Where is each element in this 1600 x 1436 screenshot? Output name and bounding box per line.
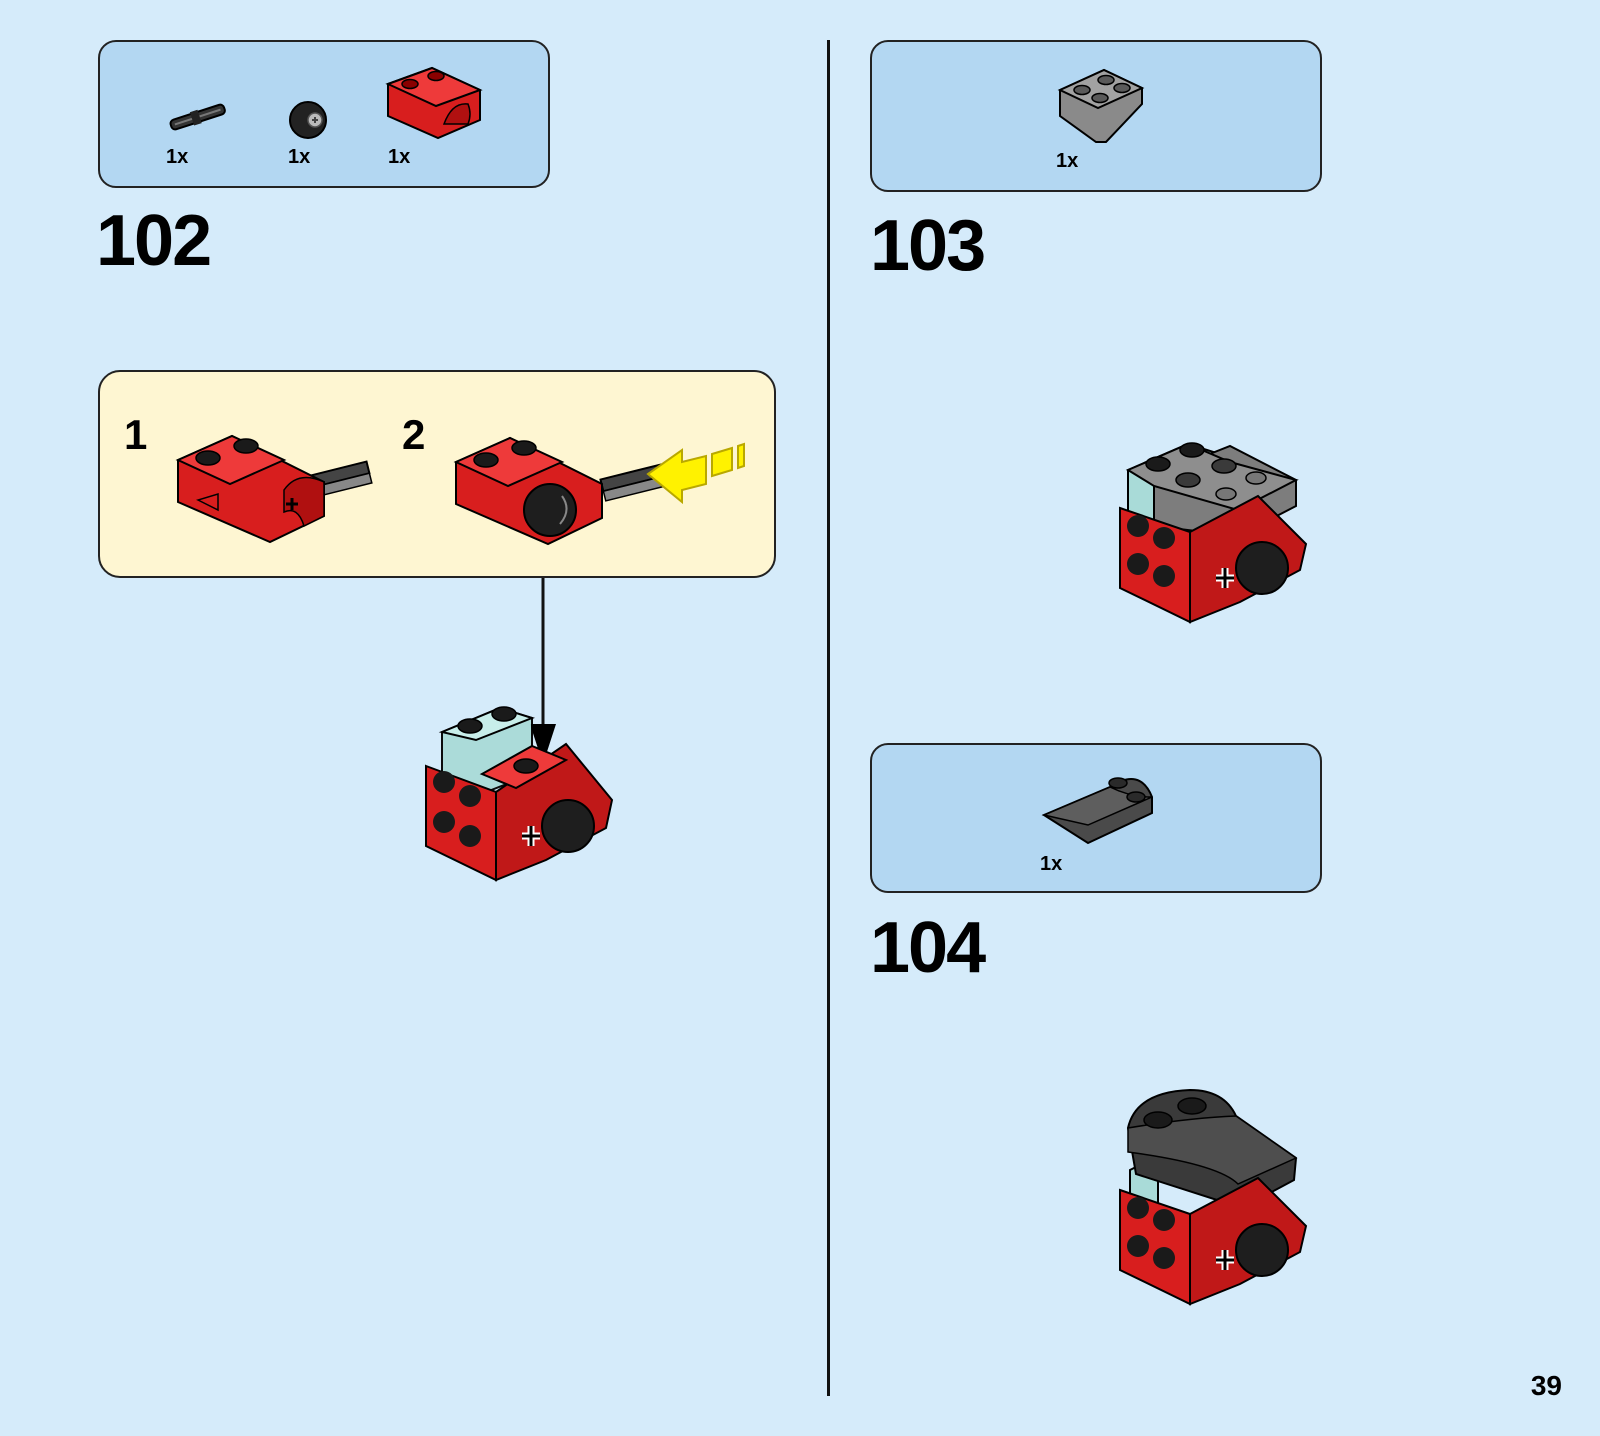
red-bracket-with-axle-illustration xyxy=(174,430,374,550)
assembly-with-curved-slope-illustration xyxy=(1118,1086,1318,1316)
part-qty: 1x xyxy=(166,146,188,169)
page-number: 39 xyxy=(1531,1370,1562,1402)
parts-box-step-103: 1x xyxy=(870,40,1322,192)
parts-box-step-102: 1x 1x 1x xyxy=(98,40,550,188)
step-number: 102 xyxy=(96,205,210,277)
assembly-with-gray-slope-illustration xyxy=(1118,436,1318,636)
sub-step-number: 2 xyxy=(402,414,425,456)
red-wheel-assembly-illustration xyxy=(426,696,626,896)
part-qty: 1x xyxy=(388,146,410,169)
parts-box-step-104: 1x xyxy=(870,743,1322,893)
red-technic-brick-icon xyxy=(384,64,484,140)
column-divider xyxy=(827,40,830,1396)
technic-axle-icon xyxy=(166,100,230,136)
ball-joint-icon xyxy=(288,100,328,140)
part-qty: 1x xyxy=(1040,853,1062,876)
gray-inverted-slope-brick-icon xyxy=(1056,64,1146,146)
part-qty: 1x xyxy=(1056,150,1078,173)
red-bracket-with-ball-and-axle-illustration xyxy=(452,412,752,552)
sub-step-number: 1 xyxy=(124,414,147,456)
sub-assembly-callout: 1 2 xyxy=(98,370,776,578)
step-number: 104 xyxy=(870,912,984,984)
dark-gray-curved-slope-icon xyxy=(1040,765,1160,847)
step-number: 103 xyxy=(870,210,984,282)
part-qty: 1x xyxy=(288,146,310,169)
